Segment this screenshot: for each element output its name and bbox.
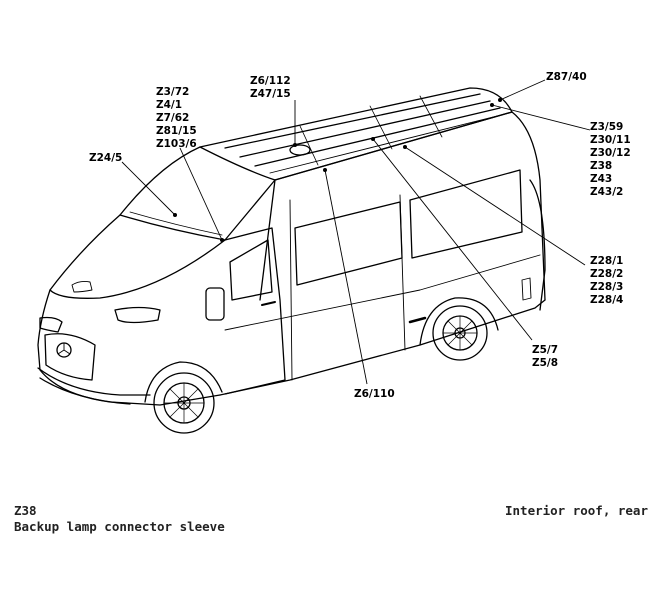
leader-c4 bbox=[491, 104, 591, 131]
leader-c6 bbox=[404, 146, 586, 266]
callout-line: Z24/5 bbox=[89, 152, 122, 164]
front-door bbox=[224, 227, 286, 395]
callout-c3: Z87/40 bbox=[546, 71, 587, 83]
mirror bbox=[205, 287, 225, 321]
rear-wheel bbox=[432, 305, 488, 361]
callout-line: Z4/1 bbox=[156, 99, 182, 111]
side-body-bottom bbox=[219, 299, 546, 396]
callout-line: Z28/4 bbox=[590, 294, 623, 306]
callout-line: Z81/15 bbox=[156, 125, 197, 137]
leader-c5 bbox=[121, 161, 176, 216]
callout-line: Z5/8 bbox=[532, 357, 558, 369]
component-code: Z38 bbox=[14, 503, 37, 518]
front-wheel-arch bbox=[144, 361, 223, 403]
roof-rib bbox=[239, 100, 491, 158]
leader-c8 bbox=[324, 169, 368, 385]
leader-c1 bbox=[179, 147, 223, 241]
rear-wheel-arch bbox=[419, 297, 499, 346]
leader-c3 bbox=[499, 79, 546, 101]
component-location: Interior roof, rear bbox=[505, 503, 648, 518]
headlight-left bbox=[39, 316, 63, 333]
callout-line: Z7/62 bbox=[156, 112, 189, 124]
front-wheel bbox=[153, 372, 215, 434]
callout-line: Z6/110 bbox=[354, 388, 395, 400]
callout-c4: Z3/59 Z30/11 Z30/12 Z38 Z43 Z43/2 bbox=[590, 121, 634, 198]
roof-rib bbox=[254, 107, 501, 167]
side-window bbox=[409, 169, 523, 259]
side-window bbox=[294, 201, 403, 286]
callout-line: Z43 bbox=[590, 173, 612, 185]
callout-line: Z28/3 bbox=[590, 281, 623, 293]
callout-line: Z103/6 bbox=[156, 138, 197, 150]
roof-outline bbox=[199, 87, 513, 181]
callout-line: Z30/11 bbox=[590, 134, 631, 146]
rear-corner bbox=[529, 179, 546, 311]
leader-c7 bbox=[372, 138, 533, 341]
front-bumper bbox=[37, 367, 151, 396]
callout-c1: Z3/72 Z4/1 Z7/62 Z81/15 Z103/6 bbox=[156, 86, 200, 150]
headlight bbox=[114, 306, 161, 324]
callout-line: Z38 bbox=[590, 160, 612, 172]
callout-line: Z5/7 bbox=[532, 344, 558, 356]
callout-line: Z28/1 bbox=[590, 255, 623, 267]
callout-c2: Z6/112 Z47/15 bbox=[250, 75, 294, 100]
roof-rib bbox=[269, 113, 506, 174]
callout-line: Z43/2 bbox=[590, 186, 623, 198]
callout-line: Z47/15 bbox=[250, 88, 291, 100]
callout-line: Z6/112 bbox=[250, 75, 291, 87]
component-name: Backup lamp connector sleeve bbox=[14, 519, 225, 534]
grille bbox=[44, 333, 96, 381]
callout-c5: Z24/5 bbox=[89, 152, 122, 164]
callout-c7: Z5/7 Z5/8 bbox=[532, 344, 562, 369]
side-body-top bbox=[274, 111, 546, 301]
callout-line: Z3/72 bbox=[156, 86, 189, 98]
hood bbox=[49, 214, 226, 299]
callout-line: Z87/40 bbox=[546, 71, 587, 83]
callout-c6: Z28/1 Z28/2 Z28/3 Z28/4 bbox=[590, 255, 627, 306]
callout-line: Z3/59 bbox=[590, 121, 623, 133]
callout-line: Z28/2 bbox=[590, 268, 623, 280]
front-door-window bbox=[229, 239, 273, 301]
roof-vent bbox=[289, 144, 311, 156]
callout-line: Z30/12 bbox=[590, 147, 631, 159]
windshield-outline bbox=[119, 146, 276, 241]
callout-c8: Z6/110 bbox=[354, 388, 395, 400]
roof-rib bbox=[224, 93, 481, 149]
